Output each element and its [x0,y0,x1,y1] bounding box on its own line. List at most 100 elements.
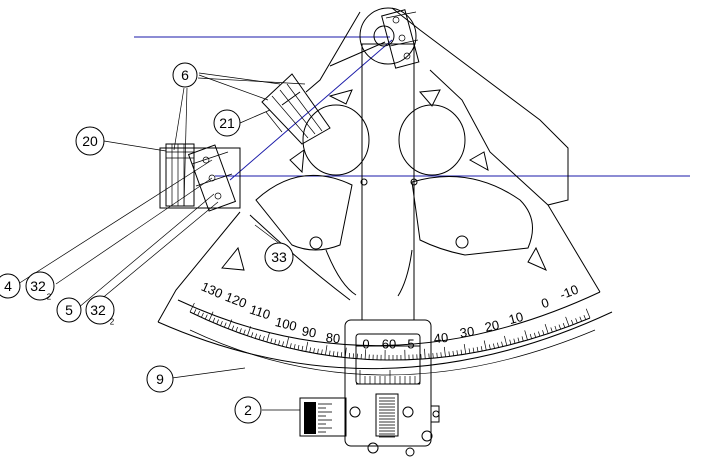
reflected-sight-line [229,39,393,181]
arc-tick [493,343,495,349]
arc-tick [571,319,574,325]
arc-tick [325,345,328,356]
callout-32-upper: 32 2 [25,271,55,302]
arc-tick [208,311,214,322]
arc-tick [424,348,426,359]
drum-ticks [318,403,332,433]
arc-tick [332,351,335,357]
index-arm [344,7,432,447]
arc-tick [558,324,562,330]
arc-tick [250,332,254,338]
callout-5: 5 [56,297,82,323]
arc-label-40: 40 [433,330,449,346]
micrometer-drum[interactable] [299,393,440,457]
arc-scale-ticks [189,302,591,361]
arc-tick [309,347,312,353]
arc-label-110: 110 [248,302,272,323]
callout-33: 33 [264,242,294,272]
arc-tick [497,342,499,348]
arc-label-10: 10 [507,309,525,327]
arc-tick [460,349,463,355]
arc-tick [440,352,442,358]
arc-tick [483,340,487,351]
horizon-shades [159,143,241,209]
arc-tick [285,337,289,348]
arc-tick [585,308,591,319]
arc-label-80: 80 [325,330,341,346]
arc-tick [533,332,537,338]
arc-tick [321,349,323,355]
arc-tick [201,312,204,318]
arc-tick [340,352,343,358]
callout-9: 9 [146,365,174,393]
arc-tick [448,351,450,357]
arc-tick [212,317,216,323]
arc-label-20: 20 [483,317,500,335]
arc-tick [235,326,238,332]
arc-tick [521,336,524,342]
arc-tick [468,348,471,354]
arc-tick [480,346,483,352]
callout-20: 20 [75,126,105,156]
arc-tick [197,310,201,316]
arc-tick [266,332,270,343]
arc-tick [513,338,516,344]
callout-32-lower-sub: 2 [110,318,115,327]
vernier-label-right: 5 [407,337,414,352]
arc-tick [282,341,284,347]
vernier-label-left: 0 [362,337,369,352]
callout-5-label: 5 [65,302,73,318]
arc-tick [243,329,246,335]
callout-21-label: 21 [219,115,235,131]
arc-tick [554,325,557,331]
arc-tick [301,345,304,351]
arc-tick [344,347,347,358]
arc-tick [542,330,545,336]
arc-tick [432,353,434,359]
arc-label-minus10: -10 [558,282,581,303]
arc-tick [524,330,528,341]
index-shades [261,73,331,145]
arc-tick [544,323,549,334]
arc-tick [220,320,223,326]
callout-9-label: 9 [156,371,164,387]
leader-lines [17,72,306,411]
vernier-ticks [359,370,421,384]
arc-tick [227,319,233,329]
callout-6-label: 6 [181,67,189,83]
drum-hatch [379,397,395,438]
callout-32-upper-sub: 2 [47,293,52,302]
arc-tick [501,341,504,347]
arc-tick [293,344,296,350]
arc-tick [224,322,227,328]
arc-tick [193,309,197,314]
drum-knurl [304,402,316,434]
arc-tick [274,339,277,345]
callout-32-upper-label: 32 [30,278,46,294]
callout-2-label: 2 [244,402,252,418]
arc-tick [262,335,265,341]
index-arm-base [344,319,432,447]
arc-tick [297,345,300,351]
arc-tick [189,302,195,313]
arc-tick [364,349,367,360]
arc-tick [550,327,553,333]
arc-tick [575,318,578,324]
limb-outer-arc [157,311,613,370]
arc-tick [336,351,339,357]
callout-4-label: 4 [4,278,12,294]
arc-label-30: 30 [459,323,476,340]
vernier-label-center: 60 [382,337,396,352]
arc-label-90: 90 [301,323,318,340]
arc-tick [452,350,454,356]
arc-tick [313,348,315,354]
callout-32-lower-label: 32 [90,302,106,318]
arc-tick [529,333,532,339]
callout-33-label: 33 [271,249,287,265]
arc-tick [472,347,475,353]
arc-tick [329,350,331,356]
callout-6: 6 [172,62,198,88]
arc-tick [476,346,479,352]
arc-tick [562,322,566,328]
